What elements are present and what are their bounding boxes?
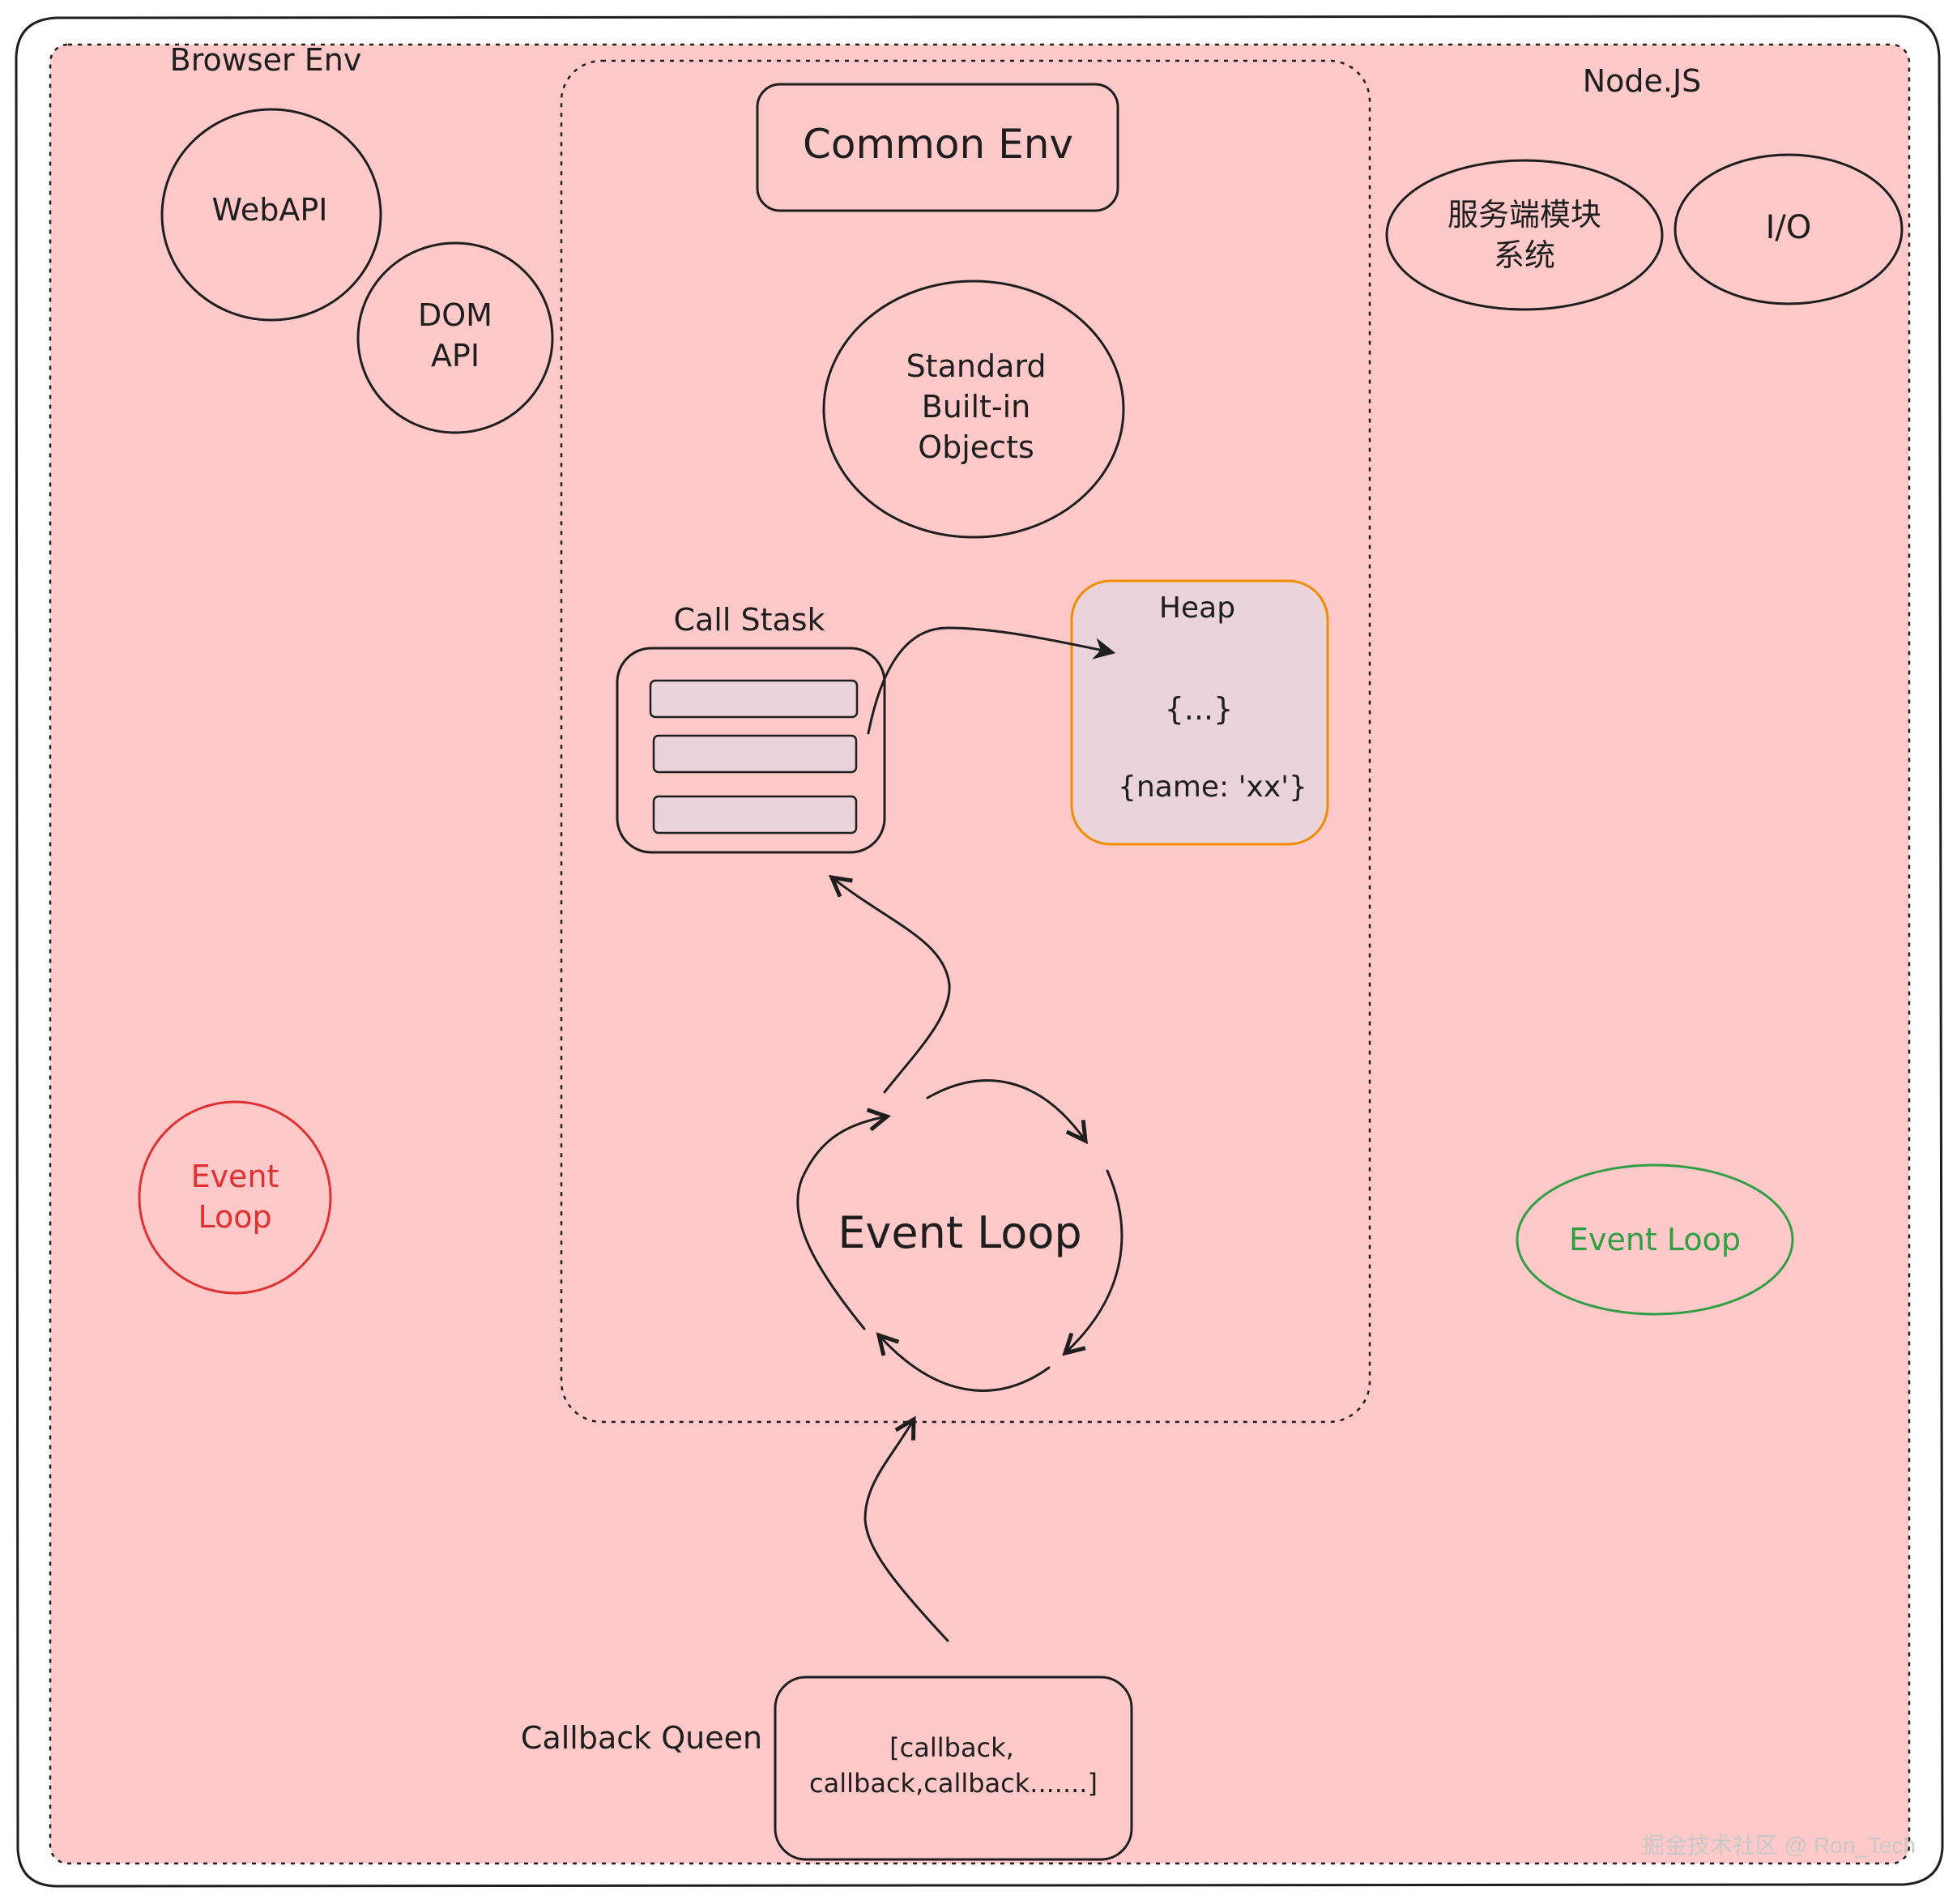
standard-objects-circle xyxy=(822,280,1125,539)
callback-queue-line2: callback,callback.......] xyxy=(809,1768,1098,1799)
call-stack-slot xyxy=(649,679,859,719)
event-loop-cycle xyxy=(796,1079,1123,1392)
dom-api-circle xyxy=(356,241,554,434)
browser-event-loop-line1: Event xyxy=(191,1159,279,1194)
io-label: I/O xyxy=(1766,209,1812,246)
event-loop-arrow xyxy=(926,1079,1085,1141)
standard-objects-line3: Objects xyxy=(918,429,1034,465)
server-modules-label-line2: 系统 xyxy=(1494,237,1555,273)
call-stack-slot xyxy=(652,734,858,774)
event-loop-arrow xyxy=(879,1335,1051,1392)
call-stack-slot xyxy=(652,795,858,835)
dom-api-label-line1: DOM xyxy=(418,297,492,333)
event-loop-arrow xyxy=(796,1116,887,1330)
common-env-region xyxy=(560,59,1371,1424)
common-env-box xyxy=(756,83,1119,212)
heap-title: Heap xyxy=(1159,591,1235,625)
node-event-loop-circle xyxy=(1516,1163,1794,1316)
browser-event-loop-circle xyxy=(138,1100,332,1295)
loop-to-stack-arrow xyxy=(832,877,951,1094)
dom-api-label-line2: API xyxy=(431,338,480,374)
server-modules-label-line1: 服务端模块 xyxy=(1447,197,1601,233)
browser-env-title: Browser Env xyxy=(170,42,362,78)
watermark: 掘金技术社区 @ Ron_Tech xyxy=(1642,1833,1916,1858)
heap-box xyxy=(1070,579,1329,846)
standard-objects-line1: Standard xyxy=(906,348,1047,384)
event-loop-center-label: Event Loop xyxy=(838,1207,1081,1258)
heap-item: {...} xyxy=(1165,691,1234,727)
webapi-circle xyxy=(160,108,382,322)
node-event-loop-label: Event Loop xyxy=(1569,1222,1741,1257)
webapi-label: WebAPI xyxy=(212,192,328,228)
browser-event-loop-line2: Loop xyxy=(198,1199,271,1235)
nodejs-title: Node.JS xyxy=(1583,63,1702,99)
standard-objects-line2: Built-in xyxy=(922,389,1031,425)
stack-to-heap-arrow xyxy=(867,626,1116,735)
common-env-label: Common Env xyxy=(803,121,1073,168)
queue-to-loop-arrow xyxy=(863,1419,949,1642)
call-stack-box xyxy=(616,647,886,854)
callback-queue-title: Callback Queen xyxy=(521,1720,762,1756)
callback-queue-box xyxy=(774,1676,1133,1861)
heap-item: {name: 'xx'} xyxy=(1118,771,1307,804)
call-stack-title: Call Stask xyxy=(673,602,825,638)
event-loop-arrow xyxy=(1065,1169,1123,1353)
outer-frame xyxy=(15,15,1944,1888)
server-modules-circle xyxy=(1385,159,1664,311)
callback-queue-line1: [callback, xyxy=(889,1732,1014,1763)
io-circle xyxy=(1673,153,1904,305)
environment-canvas xyxy=(49,43,1911,1865)
